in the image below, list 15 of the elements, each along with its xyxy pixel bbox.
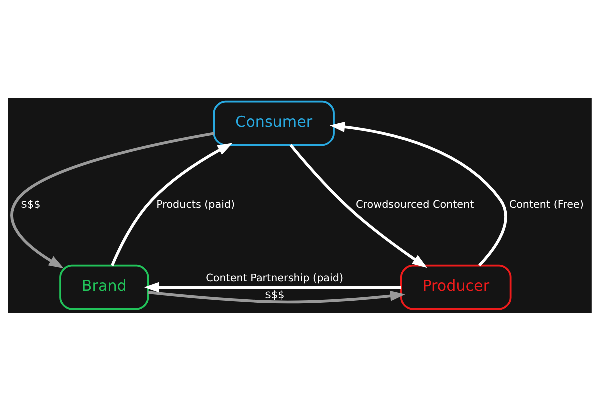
node-box: Brand <box>60 264 150 310</box>
arrow <box>111 143 233 266</box>
edge-label: Products (paid) <box>156 199 236 212</box>
node-box: Consumer <box>213 100 335 146</box>
arrow <box>10 132 214 269</box>
node-box: Producer <box>400 264 512 310</box>
edge-label: $$$ <box>264 290 285 302</box>
arrow <box>290 144 428 268</box>
arrow <box>330 122 508 267</box>
arrow <box>144 282 402 293</box>
edge-label: Content Partnership (paid) <box>206 272 344 285</box>
edge-label: Content (Free) <box>509 199 584 212</box>
arrow <box>148 290 406 304</box>
edge-label: $$$ <box>20 199 41 212</box>
edge-label: Crowdsourced Content <box>356 199 474 212</box>
